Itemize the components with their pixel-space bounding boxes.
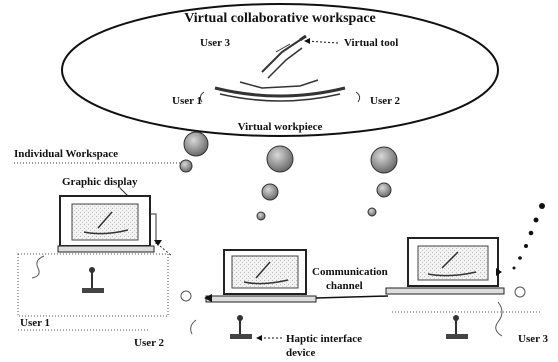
virtual-workpiece-sketch: [199, 34, 361, 103]
user2-virtual-label: User 2: [370, 95, 401, 107]
user1-desk-outline: [17, 253, 169, 317]
bubble-1b: [179, 159, 193, 173]
workstation-user2: User 2: [134, 249, 317, 349]
user1-label: User 1: [20, 317, 50, 329]
workspace-ellipse: [61, 3, 499, 137]
monitor-1-screen: [71, 203, 139, 241]
communication-label-line2: channel: [326, 280, 363, 292]
bubble-1a: [183, 131, 209, 157]
bubble-3c: [367, 207, 377, 217]
thought-bubbles: [179, 131, 398, 221]
user3-label: User 3: [518, 333, 549, 345]
virtual-tool-label: Virtual tool: [344, 37, 398, 49]
bubble-2a: [266, 145, 294, 173]
bubble-2c: [256, 211, 266, 221]
virtual-workpiece-label: Virtual workpiece: [238, 121, 323, 133]
bubble-2b: [261, 183, 279, 201]
base-3: [385, 287, 505, 295]
right-dot-trail: [512, 203, 545, 270]
bubble-3a: [370, 146, 398, 174]
user1-virtual-label: User 1: [172, 95, 202, 107]
base-1: [57, 245, 155, 253]
workstation-user1: User 1: [17, 195, 173, 331]
communication-label-line1: Communication: [312, 266, 388, 278]
workstation-user3: User 3: [385, 237, 549, 345]
base-2: [205, 295, 317, 303]
bubble-3b: [376, 182, 392, 198]
workspace-title: Virtual collaborative workspace: [184, 11, 376, 26]
virtual-tool-arrow: [305, 40, 339, 44]
haptic-label-line1: Haptic interface: [286, 333, 362, 345]
virtual-tool-arrowhead: [304, 38, 310, 44]
virtual-workspace: Virtual collaborative workspace User 3 V…: [61, 3, 499, 137]
user2-label: User 2: [134, 337, 165, 349]
individual-workspace-label: Individual Workspace: [14, 148, 118, 160]
user3-virtual-label: User 3: [200, 37, 231, 49]
monitor-2-screen: [231, 255, 299, 289]
communication-link: [315, 295, 389, 299]
haptic-label-line2: device: [286, 347, 315, 359]
graphic-display-label: Graphic display: [62, 176, 138, 188]
